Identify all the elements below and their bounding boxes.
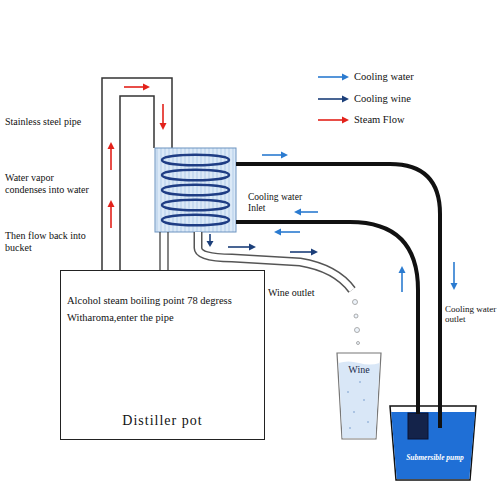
- legend-text: Cooling water: [354, 70, 414, 84]
- cooling-water-arrowhead: [274, 229, 281, 236]
- cooling-water-arrow: [401, 272, 403, 292]
- submersible-pump: Submersible pump: [396, 410, 474, 466]
- wine-arrow: [209, 234, 211, 242]
- wine-bubble: [353, 411, 355, 413]
- glass-label: Wine: [348, 364, 369, 376]
- steam-pipe-inner: [120, 96, 154, 271]
- steam-arrowhead: [143, 84, 150, 91]
- wine-arrow: [290, 251, 312, 253]
- distiller-pot: Alcohol steam boiling point 78 degress W…: [60, 270, 265, 440]
- wine-liquid: [339, 362, 380, 439]
- wine-bubble: [363, 399, 365, 401]
- annotation-label: Then flow back into bucket: [5, 230, 97, 253]
- legend-text: Steam Flow: [354, 113, 404, 127]
- legend-arrow: [318, 76, 343, 78]
- steam-arrowhead: [108, 142, 115, 149]
- wine-drip: [357, 342, 360, 345]
- wine-bubble: [347, 391, 349, 393]
- label-holder: Cooling water Inlet: [248, 192, 314, 214]
- condenser-coil: [162, 185, 229, 196]
- bucket-water: [391, 412, 475, 479]
- legend-arrow: [318, 98, 343, 100]
- wine-arrowhead: [249, 244, 256, 251]
- water-bucket: [390, 406, 476, 480]
- wine-bubble: [359, 381, 361, 383]
- wine-glass: Wine: [336, 352, 382, 440]
- glass-body: [337, 353, 381, 439]
- cooling-water-outlet-hose: [236, 164, 440, 428]
- annotation-label: Cooling water outlet: [445, 304, 497, 325]
- label-holder: Stainless steel pipe: [5, 116, 97, 128]
- condenser-coil: [162, 200, 229, 211]
- wine-arrow: [228, 246, 250, 248]
- condenser: [155, 148, 236, 232]
- pump-body: [408, 413, 428, 439]
- steam-arrow: [162, 104, 164, 124]
- wine-drip: [355, 328, 360, 333]
- legend-row: Cooling wine: [354, 92, 411, 106]
- pump-label: Submersible pump: [406, 454, 464, 463]
- condenser-coil: [162, 170, 229, 181]
- cooling-water-arrow: [280, 231, 300, 233]
- legend-row: Steam Flow: [354, 113, 404, 127]
- legend-text: Cooling wine: [354, 92, 411, 106]
- label-holder: Cooling water outlet: [445, 304, 497, 325]
- wine-arrowhead: [311, 249, 318, 256]
- cooling-water-arrow: [262, 154, 282, 156]
- wine-arrowhead: [207, 241, 214, 247]
- wine-drip: [354, 314, 358, 318]
- return-pipe: [159, 232, 160, 270]
- wine-drip: [353, 300, 358, 305]
- legend-arrowhead: [342, 96, 349, 103]
- annotation-label: Wine outlet: [268, 287, 338, 299]
- annotation-label: Water vapor condenses into water: [5, 172, 97, 195]
- label-holder: Water vapor condenses into water: [5, 172, 97, 195]
- pot-note: Alcohol steam boiling point 78 degress W…: [61, 293, 264, 327]
- cooling-water-arrow: [453, 262, 455, 284]
- steam-arrowhead: [160, 123, 167, 130]
- pump-nozzle: [416, 410, 420, 414]
- label-holder: Wine outlet: [268, 287, 338, 299]
- cooling-water-arrowhead: [399, 266, 406, 273]
- cooling-water-arrow: [300, 211, 318, 213]
- legend-arrowhead: [342, 117, 349, 124]
- legend-row: Cooling water: [354, 70, 414, 84]
- annotation-label: Stainless steel pipe: [5, 116, 97, 128]
- label-holder: Then flow back into bucket: [5, 230, 97, 253]
- condenser-coil: [162, 215, 229, 226]
- condenser-coil: [162, 155, 229, 166]
- legend-arrow: [318, 119, 343, 121]
- cooling-water-arrowhead: [281, 152, 288, 159]
- steam-arrow: [110, 148, 112, 170]
- pot-title: Distiller pot: [61, 413, 264, 429]
- steam-arrowhead: [108, 200, 115, 207]
- annotation-label: Cooling water Inlet: [248, 192, 314, 214]
- cooling-water-arrowhead: [451, 283, 458, 290]
- wine-bubble: [367, 421, 369, 423]
- cooling-water-arrowhead: [294, 209, 301, 216]
- legend-arrowhead: [342, 74, 349, 81]
- wine-bubble: [349, 427, 351, 429]
- steam-arrow: [110, 206, 112, 228]
- return-pipe: [167, 232, 168, 270]
- steam-arrow: [124, 86, 144, 88]
